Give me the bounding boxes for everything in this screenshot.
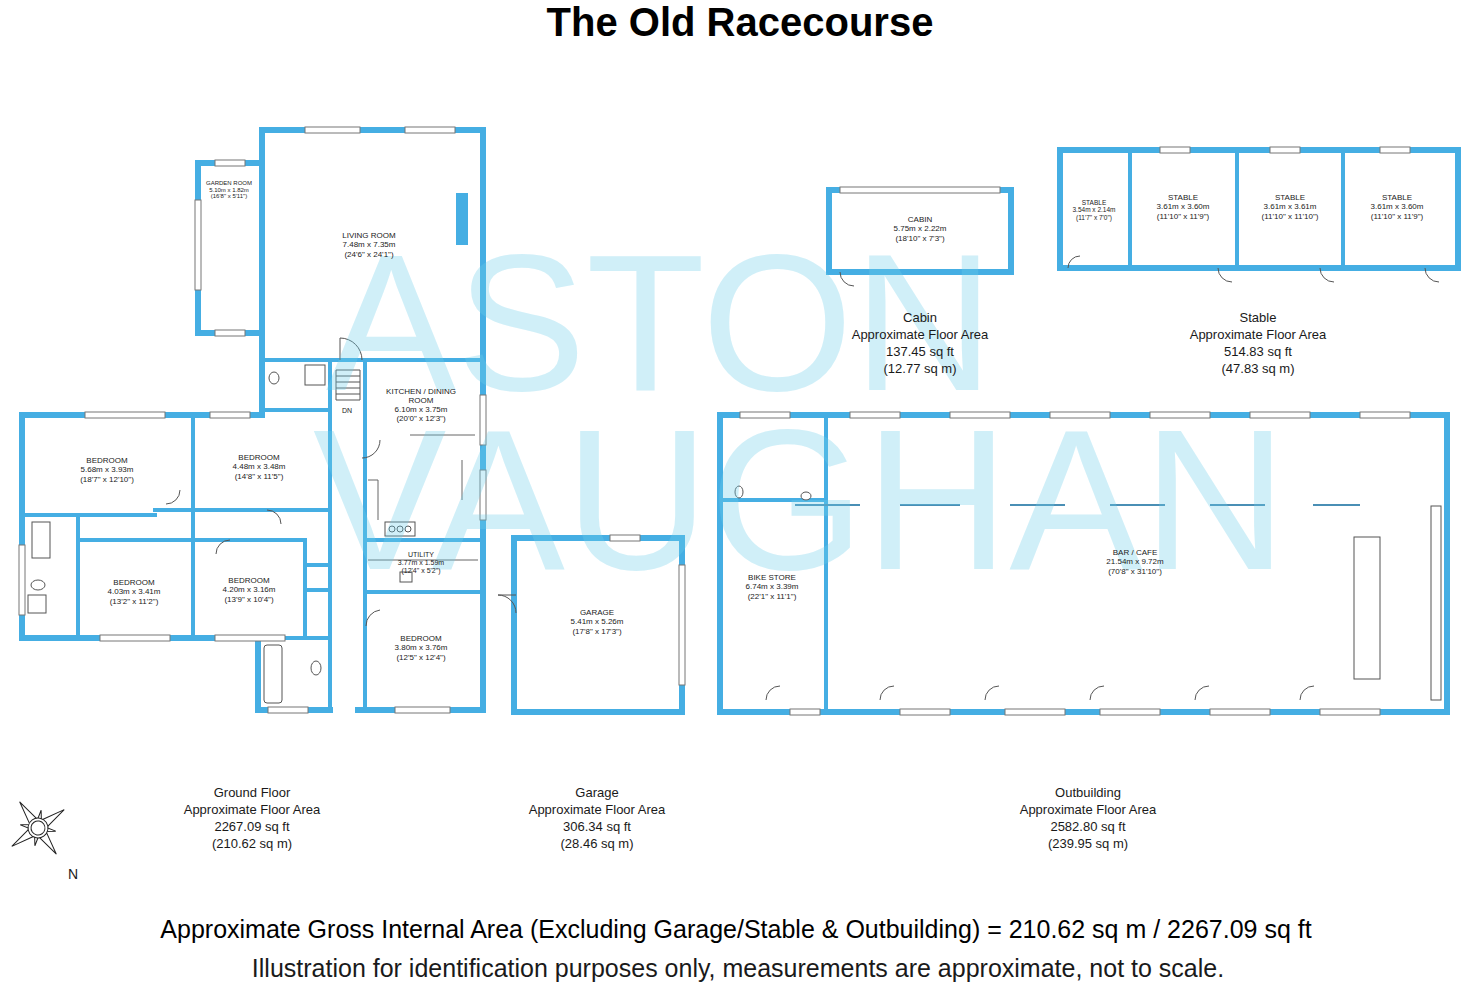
area-label: Approximate Floor Area bbox=[852, 328, 989, 343]
room-box: BEDROOM4.20m x 3.16m(13'9" x 10'4") bbox=[197, 576, 302, 604]
room-size: 3.54m x 2.14m bbox=[1073, 206, 1116, 213]
room-size: 21.54m x 9.72m bbox=[1106, 557, 1163, 566]
room-size: 3.61m x 3.61m bbox=[1264, 202, 1317, 211]
area-caption: Approximate Gross Internal Area (Excludi… bbox=[160, 915, 1311, 944]
room-size: 7.48m x 7.35m bbox=[343, 240, 396, 249]
area-value: 2582.80 sq ft bbox=[1050, 820, 1125, 835]
room-box: LIVING ROOM7.48m x 7.35m(24'6" x 24'1") bbox=[279, 231, 459, 259]
room-size: 4.20m x 3.16m bbox=[223, 585, 276, 594]
room-size: 5.68m x 3.93m bbox=[81, 465, 134, 474]
area-value: (210.62 sq m) bbox=[212, 837, 292, 852]
room-box: BIKE STORE6.74m x 3.39m(22'1" x 11'1") bbox=[725, 573, 820, 601]
room-size: (11'10" x 11'9") bbox=[1157, 212, 1209, 221]
room-name: BEDROOM bbox=[228, 576, 269, 585]
room-size: (11'10" x 11'10") bbox=[1262, 212, 1319, 221]
room-size: (11'7" x 7'0") bbox=[1076, 214, 1112, 221]
room-name: BAR / CAFE bbox=[1113, 548, 1157, 557]
room-name: KITCHEN / DINING ROOM bbox=[385, 387, 457, 405]
room-name: BIKE STORE bbox=[748, 573, 796, 582]
room-name: STABLE bbox=[1275, 193, 1305, 202]
room-name: BEDROOM bbox=[400, 634, 441, 643]
room-box: GARAGE5.41m x 5.26m(17'8" x 17'3") bbox=[522, 608, 672, 636]
room-size: (12'5" x 12'4") bbox=[396, 653, 445, 662]
area-value: (12.77 sq m) bbox=[884, 362, 957, 377]
room-box: STABLE3.61m x 3.60m(11'10" x 11'9") bbox=[1349, 193, 1445, 221]
room-box: BEDROOM4.48m x 3.48m(14'8" x 11'5") bbox=[199, 453, 319, 481]
room-size: (12'4" x 5'2") bbox=[401, 567, 440, 575]
room-name: STABLE bbox=[1082, 199, 1106, 206]
room-size: (13'2" x 11'2") bbox=[110, 597, 159, 606]
room-size: (14'8" x 11'5") bbox=[235, 472, 284, 481]
area-title: Stable bbox=[1240, 311, 1277, 326]
room-size: (70'8" x 31'10") bbox=[1108, 567, 1162, 576]
room-name: BEDROOM bbox=[86, 456, 127, 465]
room-name: BEDROOM bbox=[238, 453, 279, 462]
room-name: GARAGE bbox=[580, 608, 614, 617]
area-label: Approximate Floor Area bbox=[1020, 803, 1157, 818]
room-box: STABLE3.54m x 2.14m(11'7" x 7'0") bbox=[1063, 199, 1125, 221]
room-size: 3.80m x 3.76m bbox=[395, 643, 448, 652]
room-size: (11'10" x 11'9") bbox=[1371, 212, 1423, 221]
room-name: STABLE bbox=[1382, 193, 1412, 202]
room-name: STABLE bbox=[1168, 193, 1198, 202]
area-value: (239.95 sq m) bbox=[1048, 837, 1128, 852]
room-box: BAR / CAFE21.54m x 9.72m(70'8" x 31'10") bbox=[1035, 548, 1235, 576]
room-name: GARDEN ROOM bbox=[206, 180, 252, 187]
room-size: (16'8" x 5'11") bbox=[211, 193, 247, 200]
room-name: UTILITY bbox=[408, 551, 434, 559]
room-box: STABLE3.61m x 3.61m(11'10" x 11'10") bbox=[1242, 193, 1338, 221]
room-size: 3.77m x 1.59m bbox=[398, 559, 444, 567]
disclaimer-note: Illustration for identification purposes… bbox=[252, 954, 1224, 983]
room-size: (18'7" x 12'10") bbox=[80, 475, 134, 484]
room-box: CABIN5.75m x 2.22m(18'10" x 7'3") bbox=[840, 215, 1000, 243]
room-size: (22'1" x 11'1") bbox=[748, 592, 797, 601]
area-value: 2267.09 sq ft bbox=[214, 820, 289, 835]
room-size: (13'9" x 10'4") bbox=[224, 595, 273, 604]
plan-title: The Old Racecourse bbox=[547, 0, 934, 45]
area-label: Approximate Floor Area bbox=[184, 803, 321, 818]
room-size: 6.10m x 3.75m bbox=[395, 405, 448, 414]
room-size: (24'6" x 24'1") bbox=[344, 250, 393, 259]
room-size: 4.03m x 3.41m bbox=[108, 587, 161, 596]
room-size: 4.48m x 3.48m bbox=[233, 462, 286, 471]
room-name: BEDROOM bbox=[113, 578, 154, 587]
room-size: 5.10m x 1.82m bbox=[209, 187, 249, 194]
room-box: STABLE3.61m x 3.60m(11'10" x 11'9") bbox=[1135, 193, 1231, 221]
compass-letter: N bbox=[68, 866, 78, 882]
area-value: 137.45 sq ft bbox=[886, 345, 954, 360]
room-name: LIVING ROOM bbox=[342, 231, 395, 240]
stair-label: DN bbox=[342, 407, 352, 415]
room-box: BEDROOM3.80m x 3.76m(12'5" x 12'4") bbox=[366, 634, 476, 662]
room-size: 6.74m x 3.39m bbox=[746, 582, 799, 591]
room-box: BEDROOM5.68m x 3.93m(18'7" x 12'10") bbox=[32, 456, 182, 484]
area-label: Approximate Floor Area bbox=[1190, 328, 1327, 343]
area-title: Cabin bbox=[903, 311, 937, 326]
room-box: KITCHEN / DINING ROOM6.10m x 3.75m(20'0"… bbox=[385, 387, 457, 424]
room-size: 3.61m x 3.60m bbox=[1371, 202, 1424, 211]
area-value: (28.46 sq m) bbox=[561, 837, 634, 852]
room-size: 5.41m x 5.26m bbox=[571, 617, 624, 626]
area-label: Approximate Floor Area bbox=[529, 803, 666, 818]
room-size: 5.75m x 2.22m bbox=[894, 224, 947, 233]
area-title: Garage bbox=[575, 786, 618, 801]
room-size: (17'8" x 17'3") bbox=[572, 627, 621, 636]
area-value: 514.83 sq ft bbox=[1224, 345, 1292, 360]
room-size: (20'0" x 12'3") bbox=[396, 414, 445, 423]
area-value: 306.34 sq ft bbox=[563, 820, 631, 835]
room-box: GARDEN ROOM5.10m x 1.82m(16'8" x 5'11") bbox=[200, 180, 258, 201]
area-title: Ground Floor bbox=[214, 786, 291, 801]
room-name: CABIN bbox=[908, 215, 932, 224]
area-value: (47.83 sq m) bbox=[1222, 362, 1295, 377]
room-box: BEDROOM4.03m x 3.41m(13'2" x 11'2") bbox=[82, 578, 187, 606]
room-box: UTILITY3.77m x 1.59m(12'4" x 5'2") bbox=[366, 551, 476, 575]
area-title: Outbuilding bbox=[1055, 786, 1121, 801]
room-size: 3.61m x 3.60m bbox=[1157, 202, 1210, 211]
room-size: (18'10" x 7'3") bbox=[895, 234, 944, 243]
